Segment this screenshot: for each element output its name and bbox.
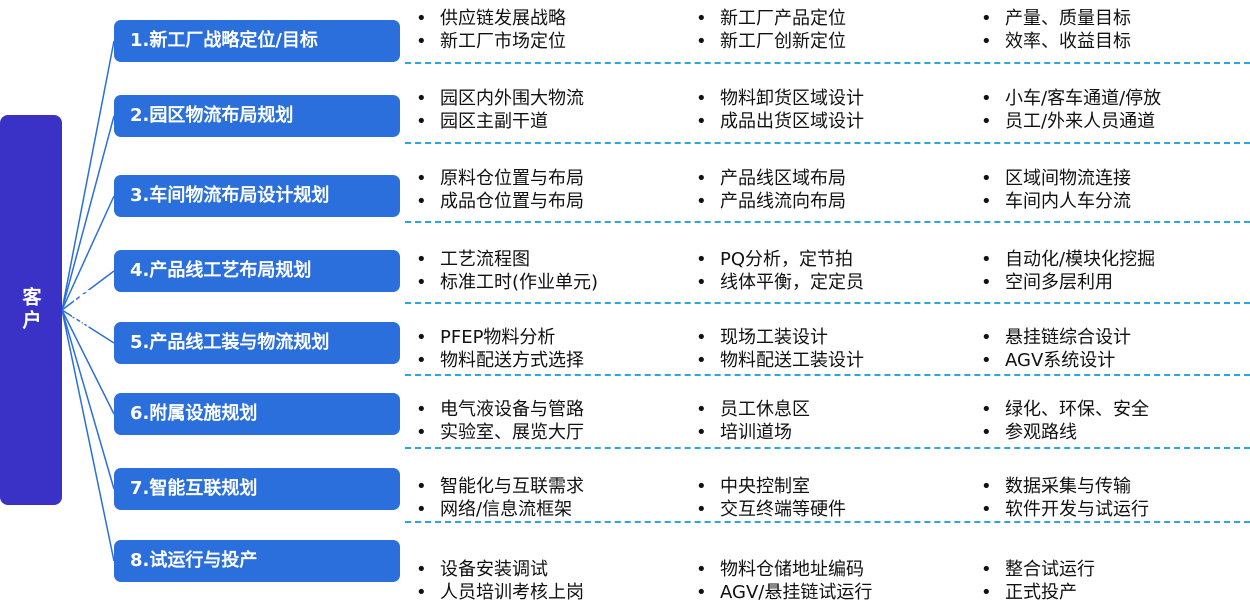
- bullet-item: 人员培训考核上岗: [416, 582, 584, 604]
- bullet-item: 新工厂市场定位: [416, 31, 566, 53]
- bullet-item: 物料仓储地址编码: [696, 559, 864, 581]
- bullet-item: 软件开发与试运行: [981, 499, 1149, 521]
- category-box: 1.新工厂战略定位/目标: [114, 20, 400, 62]
- root-label: 市场 客户 战略: [19, 287, 91, 333]
- connector-line: [61, 115, 115, 311]
- bullet-item: 工艺流程图: [416, 249, 530, 271]
- bullet-item: 现场工装设计: [696, 327, 828, 349]
- connector-line: [61, 270, 115, 311]
- bullet-item: 线体平衡，定定员: [696, 272, 864, 294]
- bullet-item: 正式投产: [981, 582, 1077, 604]
- bullet-item: 交互终端等硬件: [696, 499, 846, 521]
- row-divider: [405, 221, 1250, 223]
- row-divider: [405, 447, 1250, 449]
- row-divider: [405, 62, 1250, 64]
- connector-line: [61, 309, 115, 415]
- bullet-item: PQ分析，定节拍: [696, 249, 853, 271]
- row-divider: [405, 142, 1250, 144]
- bullet-item: 产量、质量目标: [981, 8, 1131, 30]
- bullet-item: 小车/客车通道/停放: [981, 88, 1161, 110]
- bullet-item: 成品仓位置与布局: [416, 191, 584, 213]
- bullet-item: 设备安装调试: [416, 559, 548, 581]
- bullet-item: 智能化与互联需求: [416, 476, 584, 498]
- bullet-item: 中央控制室: [696, 476, 810, 498]
- bullet-item: 效率、收益目标: [981, 31, 1131, 53]
- category-box: 3.车间物流布局设计规划: [114, 175, 400, 217]
- bullet-item: 成品出货区域设计: [696, 111, 864, 133]
- connector-line: [61, 195, 115, 311]
- bullet-item: 参观路线: [981, 422, 1077, 444]
- bullet-item: 悬挂链综合设计: [981, 327, 1131, 349]
- bullet-item: 产品线区域布局: [696, 168, 846, 190]
- category-box: 4.产品线工艺布局规划: [114, 250, 400, 292]
- bullet-item: 物料配送工装设计: [696, 350, 864, 372]
- category-box: 7.智能互联规划: [114, 468, 400, 510]
- bullet-item: 园区主副干道: [416, 111, 548, 133]
- row-divider: [405, 302, 1250, 304]
- bullet-item: 自动化/模块化挖掘: [981, 249, 1155, 271]
- row-divider: [405, 374, 1250, 376]
- row-divider: [405, 521, 1250, 523]
- bullet-item: 网络/信息流框架: [416, 499, 572, 521]
- bullet-item: 标准工时(作业单元): [416, 272, 598, 294]
- bullet-item: 数据采集与传输: [981, 476, 1131, 498]
- bullet-item: 区域间物流连接: [981, 168, 1131, 190]
- bullet-item: 员工休息区: [696, 399, 810, 421]
- connector-line: [61, 309, 115, 562]
- bullet-item: 园区内外围大物流: [416, 88, 584, 110]
- category-box: 8.试运行与投产: [114, 540, 400, 582]
- bullet-item: PFEP物料分析: [416, 327, 556, 349]
- connector-line: [61, 309, 115, 490]
- bullet-item: 产品线流向布局: [696, 191, 846, 213]
- bullet-item: 车间内人车分流: [981, 191, 1131, 213]
- bullet-item: AGV/悬挂链试运行: [696, 582, 872, 604]
- bullet-item: 原料仓位置与布局: [416, 168, 584, 190]
- bullet-item: 员工/外来人员通道: [981, 111, 1155, 133]
- bullet-item: 电气液设备与管路: [416, 399, 584, 421]
- bullet-item: 物料卸货区域设计: [696, 88, 864, 110]
- bullet-item: AGV系统设计: [981, 350, 1115, 372]
- bullet-item: 培训道场: [696, 422, 792, 444]
- bullet-item: 供应链发展战略: [416, 8, 566, 30]
- bullet-item: 空间多层利用: [981, 272, 1113, 294]
- connector-line: [61, 309, 115, 344]
- category-box: 2.园区物流布局规划: [114, 95, 400, 137]
- bullet-item: 绿化、环保、安全: [981, 399, 1149, 421]
- root-node: 市场 客户 战略: [0, 115, 91, 505]
- category-box: 6.附属设施规划: [114, 393, 400, 435]
- bullet-item: 整合试运行: [981, 559, 1095, 581]
- bullet-item: 新工厂产品定位: [696, 8, 846, 30]
- bullet-item: 实验室、展览大厅: [416, 422, 584, 444]
- category-box: 5.产品线工装与物流规划: [114, 322, 400, 364]
- bullet-item: 新工厂创新定位: [696, 31, 846, 53]
- bullet-item: 物料配送方式选择: [416, 350, 584, 372]
- connector-line: [61, 40, 115, 311]
